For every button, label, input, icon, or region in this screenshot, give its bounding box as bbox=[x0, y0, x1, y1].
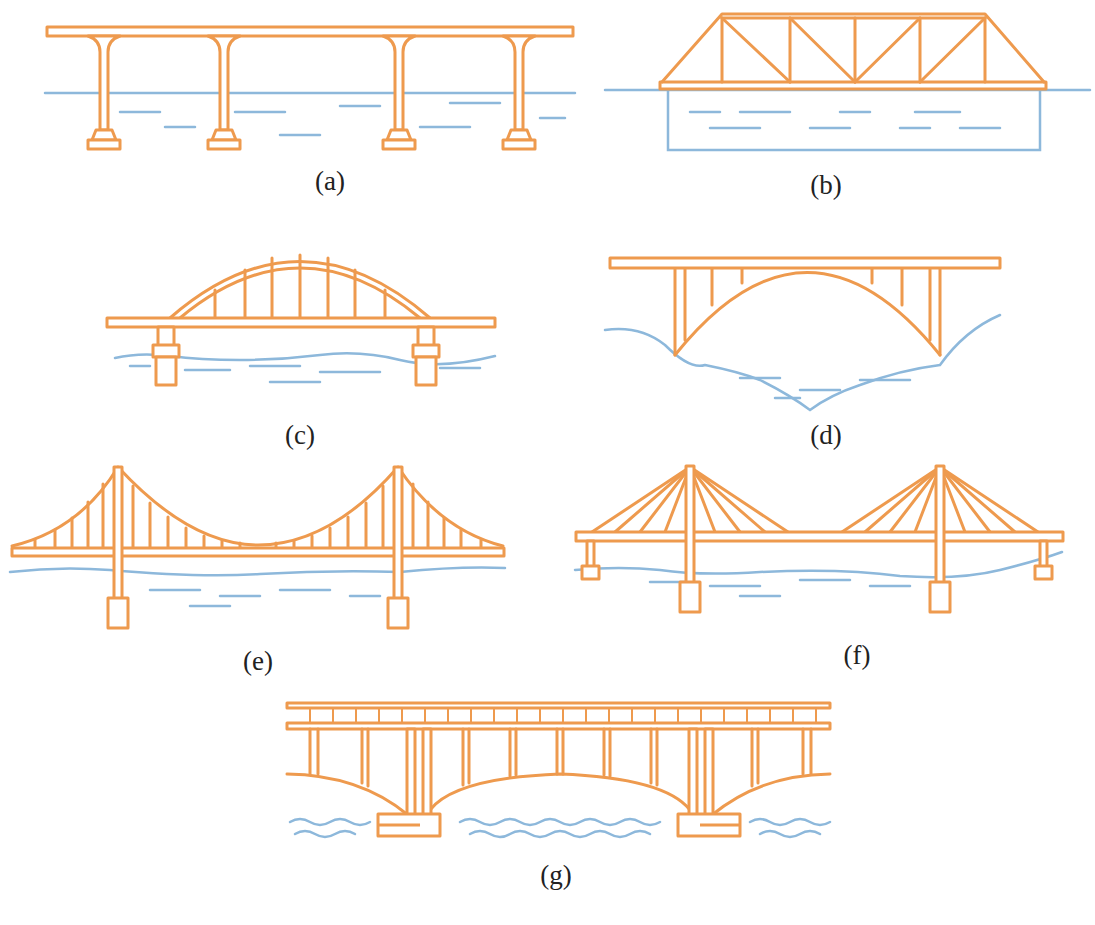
figure-label: (d) bbox=[810, 422, 841, 449]
figure-label: (b) bbox=[810, 172, 841, 199]
figure-label: (c) bbox=[285, 422, 315, 449]
viaduct-arch-bridge bbox=[287, 703, 830, 837]
figure-label: (f) bbox=[844, 642, 871, 669]
cable-stayed-bridge bbox=[575, 466, 1063, 612]
figure-label: (e) bbox=[243, 648, 273, 675]
suspension-bridge bbox=[10, 467, 505, 628]
arch-bridge-through bbox=[107, 255, 495, 385]
arch-bridge-deck bbox=[605, 258, 1000, 410]
truss-bridge bbox=[605, 14, 1090, 150]
beam-bridge bbox=[45, 27, 575, 149]
figure-label: (g) bbox=[540, 862, 571, 889]
figure-label: (a) bbox=[315, 168, 345, 195]
